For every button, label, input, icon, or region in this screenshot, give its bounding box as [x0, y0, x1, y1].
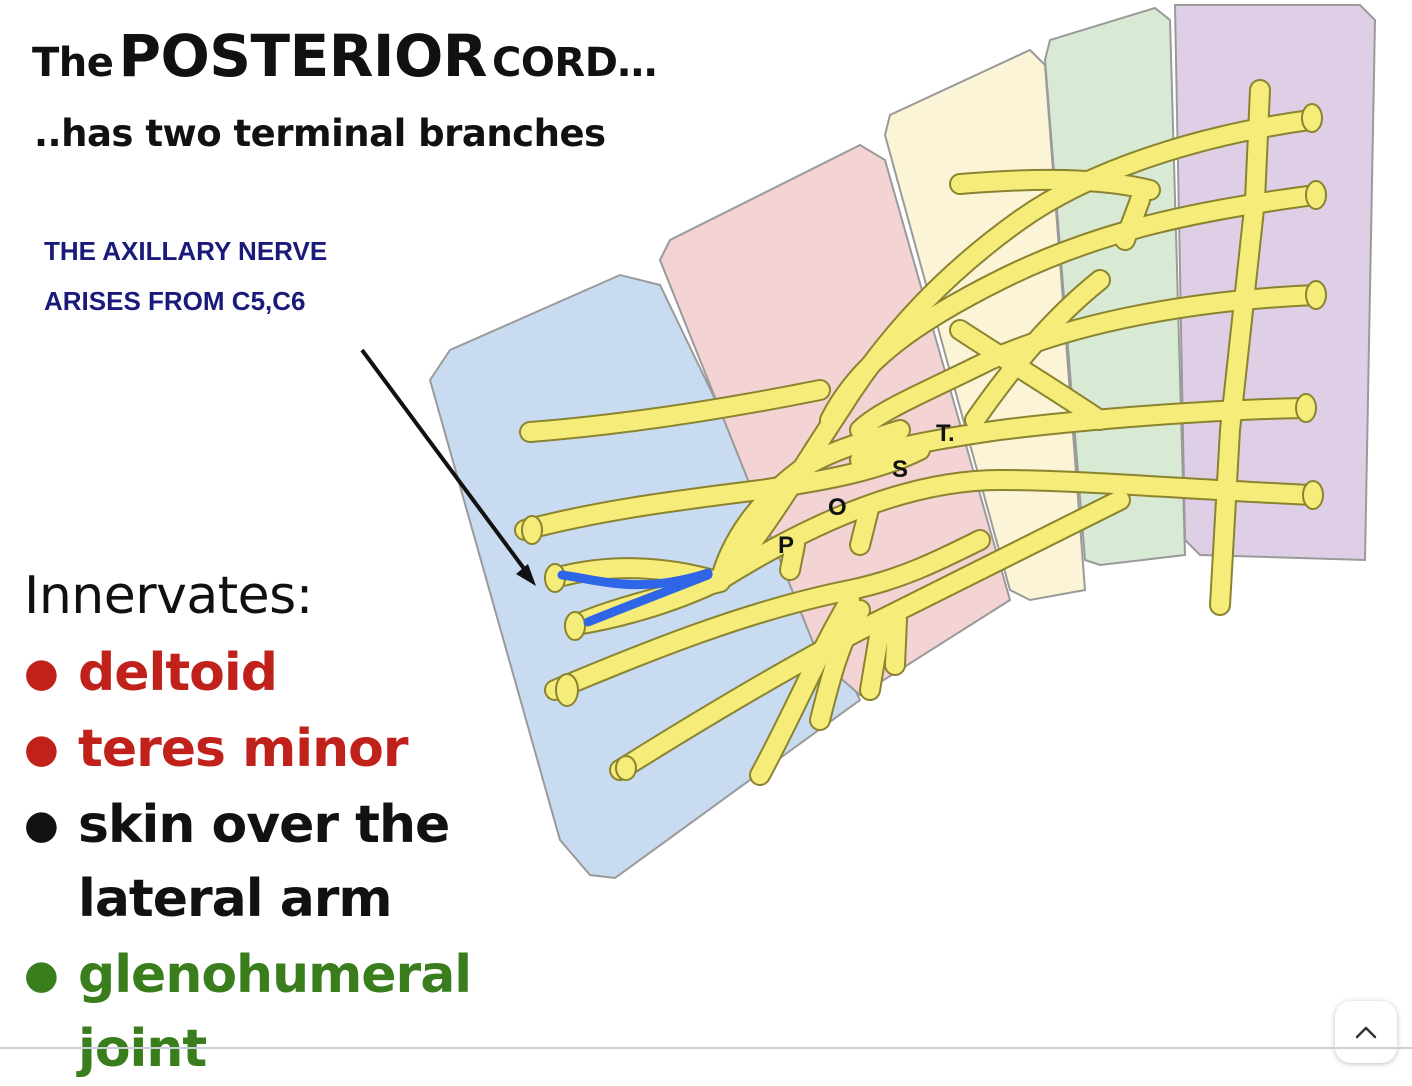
slide-subtitle: ..has two terminal branches	[34, 112, 606, 155]
list-item-text: glenohumeral joint	[78, 945, 472, 1079]
bullet-icon: ●	[24, 650, 59, 696]
title-prefix: The	[32, 40, 114, 86]
scroll-to-top-button[interactable]	[1335, 1001, 1397, 1063]
title-main: POSTERIOR	[118, 22, 487, 90]
nerve-bundle	[514, 79, 1327, 786]
list-item-text: teres minor	[78, 719, 409, 779]
list-item: ● glenohumeral joint	[24, 938, 584, 1086]
list-item-text: skin over the lateral arm	[78, 795, 450, 929]
axillary-note-line1: THE AXILLARY NERVE	[44, 236, 328, 266]
mnemonic-labels: P O S T.	[778, 420, 955, 559]
label-o: O	[828, 494, 847, 521]
list-item-text: deltoid	[78, 643, 278, 703]
label-p: P	[778, 532, 794, 559]
innervates-heading: Innervates:	[24, 566, 313, 626]
slide-title: The POSTERIOR CORD…	[32, 22, 657, 90]
title-suffix: CORD…	[492, 40, 657, 86]
pointer-arrow	[360, 348, 536, 586]
bullet-icon: ●	[24, 802, 59, 848]
list-item: ● teres minor	[24, 712, 584, 786]
label-s: S	[892, 456, 908, 483]
chevron-up-icon	[1355, 1026, 1377, 1039]
brachial-plexus-diagram: P O S T.	[360, 4, 1377, 880]
page-divider	[0, 1047, 1412, 1049]
highlighted-axillary-nerve	[557, 568, 713, 627]
axillary-note-line2: ARISES FROM C5,C6	[44, 286, 306, 316]
region-roots	[1173, 4, 1377, 562]
list-item: ● skin over the lateral arm	[24, 788, 504, 936]
bullet-icon: ●	[24, 726, 59, 772]
label-t: T.	[936, 420, 955, 447]
list-item: ● deltoid	[24, 636, 584, 710]
bullet-icon: ●	[24, 952, 59, 998]
